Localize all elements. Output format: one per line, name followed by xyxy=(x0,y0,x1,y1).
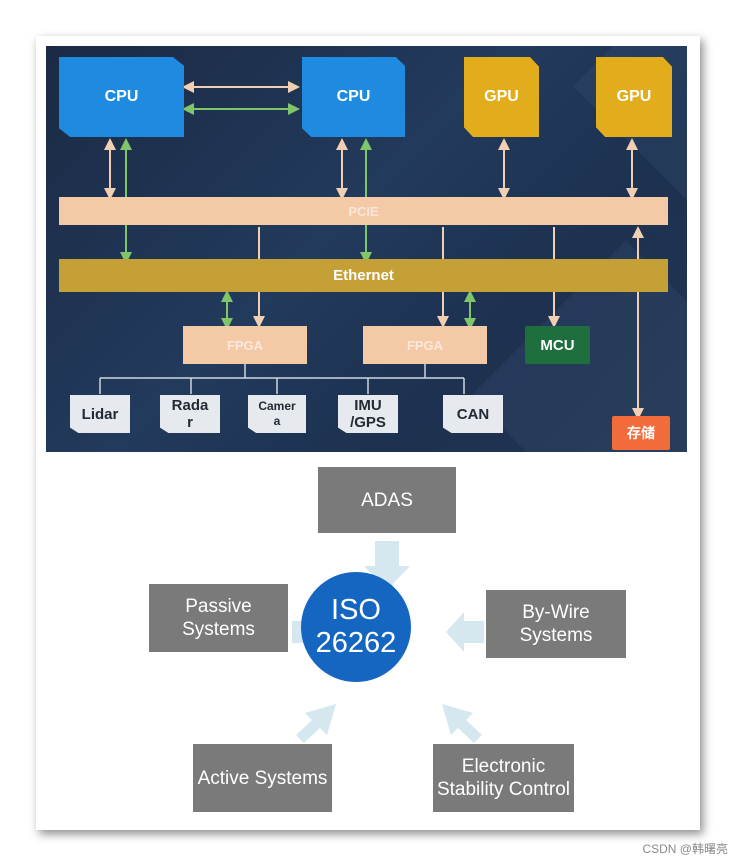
sensor-lidar: Lidar xyxy=(70,395,130,433)
cpu-block: CPU xyxy=(302,57,405,137)
sensor-can: CAN xyxy=(443,395,503,433)
watermark: CSDN @韩曙亮 xyxy=(642,842,728,856)
iso-node-electronic-stability-control: Electronic Stability Control xyxy=(433,744,574,812)
iso-node-passive-systems: Passive Systems xyxy=(149,584,288,652)
hardware-architecture-diagram: CPU CPU GPU GPU PCIE Ethernet FPGA FPGA … xyxy=(46,46,687,452)
cpu-block: CPU xyxy=(59,57,184,137)
iso-node-active-systems: Active Systems xyxy=(193,744,332,812)
arrow-left-icon xyxy=(446,612,484,652)
ethernet-bus: Ethernet xyxy=(59,259,668,292)
sensor-camera: Camer a xyxy=(248,395,306,433)
storage-block: 存储 xyxy=(612,416,670,450)
sensor-radar: Rada r xyxy=(160,395,220,433)
iso-node-adas: ADAS xyxy=(318,467,456,533)
fpga-block: FPGA xyxy=(363,326,487,364)
mcu-block: MCU xyxy=(525,326,590,364)
gpu-block: GPU xyxy=(464,57,539,137)
iso-node-by-wire-systems: By-Wire Systems xyxy=(486,590,626,658)
fpga-block: FPGA xyxy=(183,326,307,364)
iso-26262-center: ISO 26262 xyxy=(301,572,411,682)
figure-card: CPU CPU GPU GPU PCIE Ethernet FPGA FPGA … xyxy=(36,36,700,830)
pcie-bus: PCIE xyxy=(59,197,668,225)
arrow-up-right-icon xyxy=(296,704,336,743)
gpu-block: GPU xyxy=(596,57,672,137)
arrow-up-left-icon xyxy=(442,704,482,743)
sensor-imu-gps: IMU /GPS xyxy=(338,395,398,433)
